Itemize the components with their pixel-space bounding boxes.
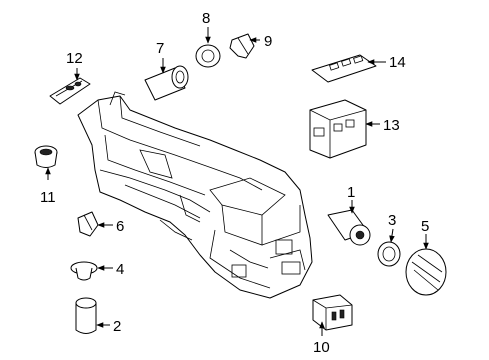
part-7-plug	[144, 65, 189, 101]
callout-1: 1	[347, 184, 355, 201]
callout-labels: 12 11 6 4 2 7 8 9 14 13 1 3 5 10	[40, 10, 429, 356]
callout-11: 11	[40, 189, 56, 206]
part-4-pin	[70, 261, 98, 281]
callout-8: 8	[202, 10, 210, 27]
part-10-connector	[312, 294, 353, 331]
callout-10: 10	[313, 339, 330, 356]
part-1-socket	[327, 209, 371, 246]
callout-5: 5	[421, 218, 429, 235]
part-13-module	[309, 99, 367, 159]
part-11-socket	[34, 145, 58, 168]
part-6-clip	[77, 211, 99, 237]
callout-9: 9	[264, 33, 272, 50]
callout-2: 2	[113, 318, 121, 335]
part-5-cap	[405, 248, 447, 296]
center-console	[77, 91, 313, 299]
callout-3: 3	[388, 212, 396, 229]
part-3-bezel	[377, 241, 401, 267]
part-14-switch-panel	[311, 54, 377, 83]
callout-14: 14	[389, 54, 406, 71]
part-8-ring	[195, 44, 221, 68]
leader-3	[389, 228, 395, 243]
callout-12: 12	[66, 50, 83, 67]
callout-4: 4	[116, 261, 124, 278]
leader-lines	[45, 27, 429, 336]
callout-7: 7	[156, 40, 164, 57]
part-2-cylinder	[75, 297, 97, 334]
part-9-knob	[229, 33, 255, 59]
part-12-key-fob	[49, 77, 91, 105]
callout-6: 6	[116, 218, 124, 235]
callout-13: 13	[383, 117, 400, 134]
